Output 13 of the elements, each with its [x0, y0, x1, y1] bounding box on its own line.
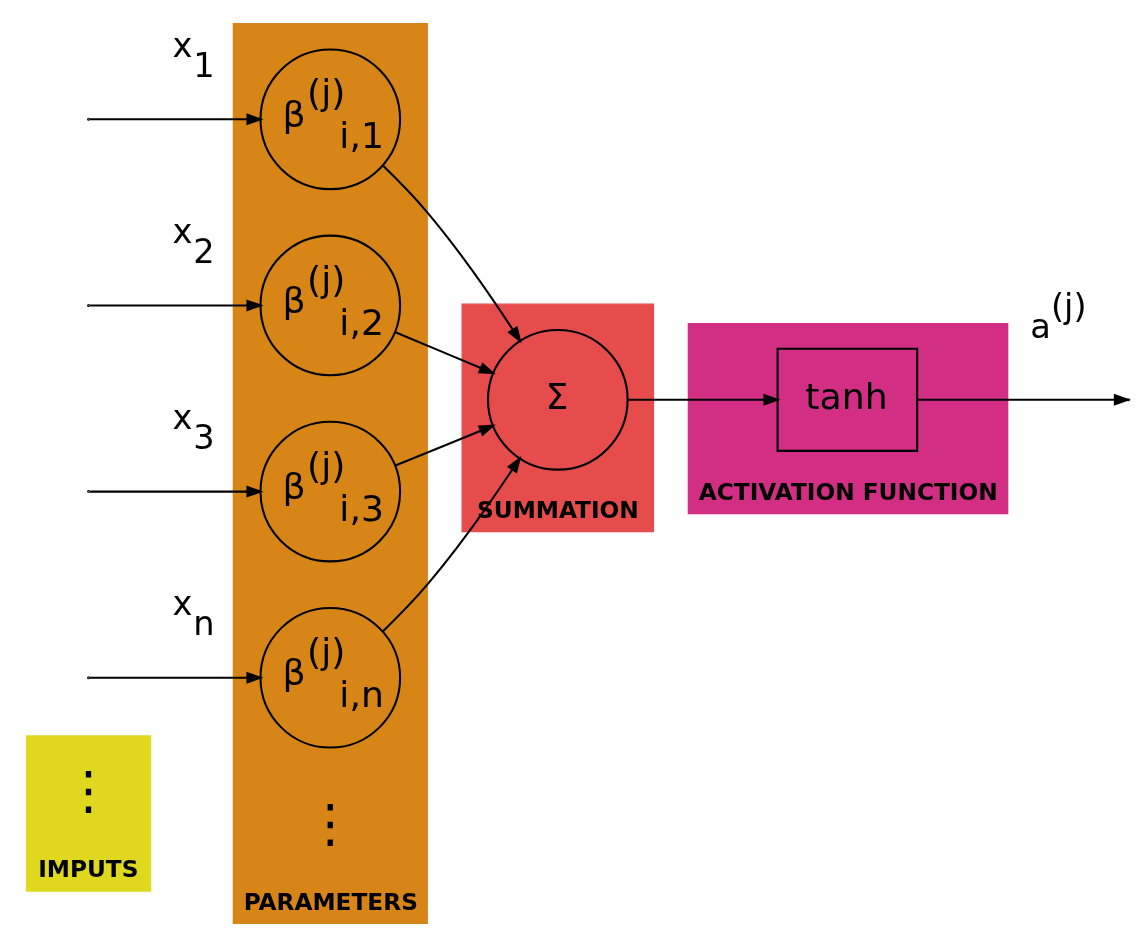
arrow — [381, 165, 522, 344]
label: ⋮ — [62, 760, 114, 821]
arrow — [89, 113, 264, 126]
arrow — [381, 455, 521, 632]
label: ⋮ — [303, 792, 356, 853]
arrow — [89, 671, 264, 684]
node-circle: Σ — [486, 328, 629, 471]
arrow — [394, 331, 496, 375]
arrow — [89, 299, 264, 312]
node-box: tanh — [776, 347, 918, 452]
arrow — [627, 393, 781, 406]
arrow — [89, 485, 264, 498]
arrow — [394, 424, 496, 467]
